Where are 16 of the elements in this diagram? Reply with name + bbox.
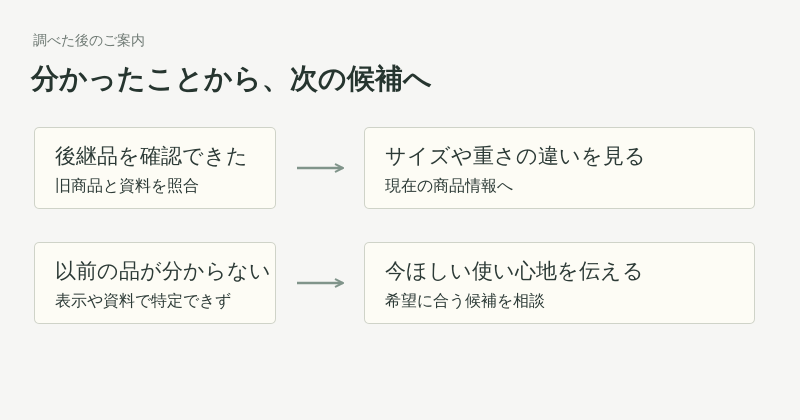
card-heading: 後継品を確認できた bbox=[55, 143, 248, 170]
card-subtext: 旧商品と資料を照合 bbox=[55, 176, 199, 197]
card-heading: サイズや重さの違いを見る bbox=[385, 143, 646, 170]
card-subtext: 希望に合う候補を相談 bbox=[385, 291, 545, 312]
step-card bbox=[34, 242, 276, 324]
step-card bbox=[34, 127, 276, 209]
arrow bbox=[297, 163, 344, 173]
step-card bbox=[364, 242, 755, 324]
card-heading: 以前の品が分からない bbox=[55, 258, 271, 285]
title: 分かったことから、次の候補へ bbox=[31, 61, 432, 97]
step-card bbox=[364, 127, 755, 209]
kicker-text: 調べた後のご案内 bbox=[33, 32, 145, 50]
arrow bbox=[297, 278, 344, 288]
card-heading: 今ほしい使い心地を伝える bbox=[385, 258, 644, 285]
card-subtext: 表示や資料で特定できず bbox=[55, 291, 231, 312]
card-subtext: 現在の商品情報へ bbox=[385, 176, 513, 197]
